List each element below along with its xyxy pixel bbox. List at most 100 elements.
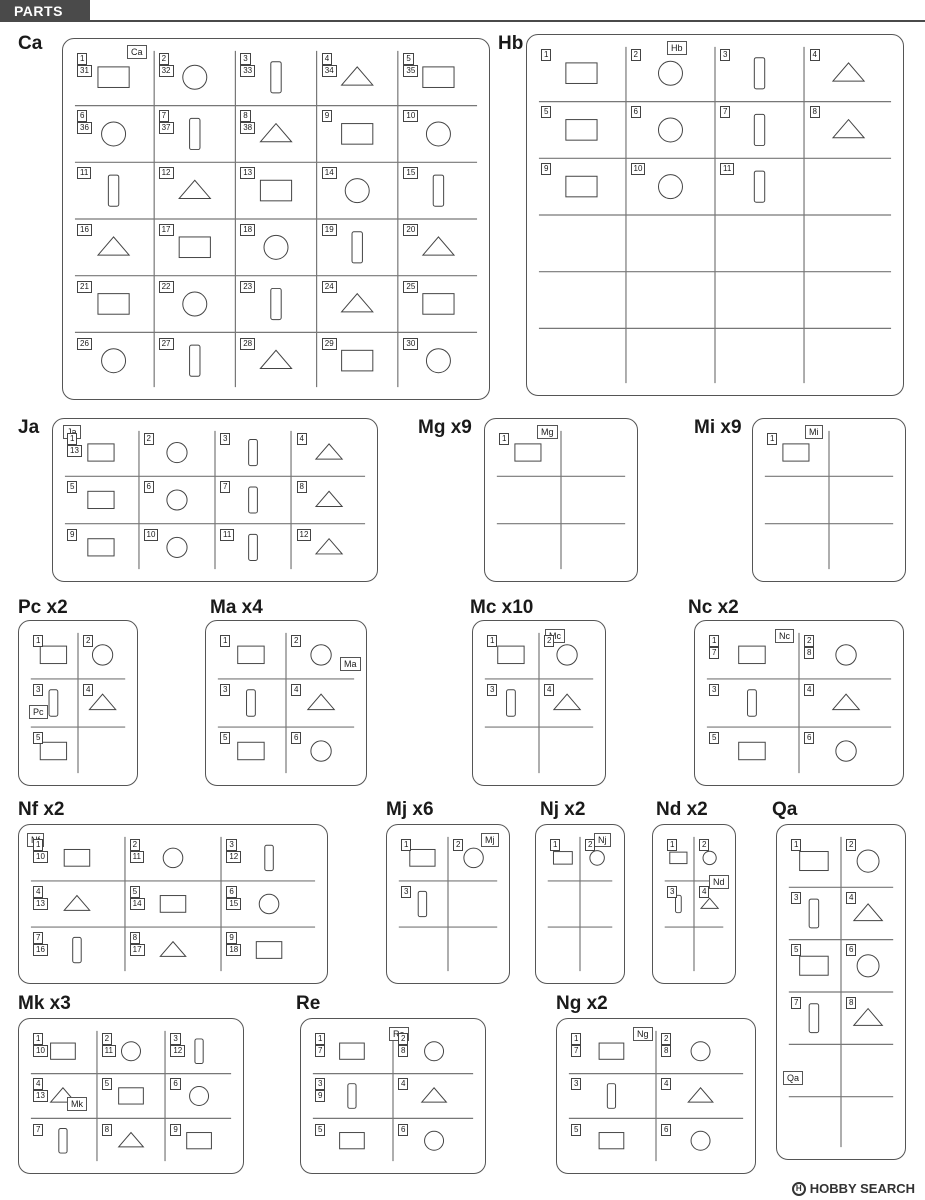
part-number: 1 — [77, 53, 88, 65]
ma-part-shape — [310, 644, 332, 666]
ca-part-shape — [425, 121, 451, 147]
mk-part-shape — [186, 1132, 212, 1150]
part-number: 7 — [33, 1123, 44, 1136]
part-number: 5 — [709, 732, 720, 745]
part-number: 13 — [33, 897, 48, 910]
ja-part-shape — [166, 489, 188, 511]
part-number: 13 — [67, 445, 82, 457]
ca-part-shape — [340, 66, 374, 86]
qa-part-shape — [856, 954, 880, 978]
sprue-drawing-nj — [547, 836, 613, 972]
header-tab: PARTS — [0, 0, 90, 22]
part-number: 8 — [296, 481, 307, 493]
sprue-label-re: Re — [296, 993, 321, 1014]
part-number: 10 — [630, 163, 646, 175]
sprue-label-mk: Mk x3 — [18, 993, 71, 1014]
sprue-id-tag-ng: Ng — [633, 1027, 653, 1041]
part-number: 3 — [220, 683, 231, 696]
part-number: 20 — [403, 224, 419, 236]
sprue-label-qa: Qa — [772, 799, 798, 820]
part-number: 2 — [101, 1033, 113, 1045]
qa-part-shape — [852, 1007, 884, 1026]
nd-part-shape — [675, 894, 682, 914]
nf-part-shape — [63, 894, 91, 911]
nf-part-shape — [162, 847, 184, 869]
qa-part-shape — [852, 903, 884, 922]
hb-part-shape — [565, 62, 598, 84]
ca-part-shape — [259, 122, 293, 143]
ca-part-shape — [270, 287, 282, 321]
qa-part-shape — [799, 955, 829, 976]
part-number: 4 — [33, 885, 44, 898]
part-number: 4 — [398, 1078, 409, 1091]
nj-runners — [547, 836, 613, 972]
part-number: 6 — [226, 885, 237, 898]
pc-part-shape — [91, 644, 114, 666]
part-number: 4 — [296, 433, 307, 445]
mj-part-shape — [463, 847, 484, 869]
sprue-drawing-mk — [30, 1030, 232, 1162]
part-number: 9 — [226, 932, 237, 945]
hb-part-shape — [565, 175, 598, 198]
part-number: 14 — [321, 167, 337, 179]
mc-part-shape — [497, 645, 525, 665]
re-runners — [312, 1030, 474, 1162]
part-number: 4 — [809, 49, 820, 61]
part-number: 25 — [403, 281, 419, 293]
nd-part-shape — [699, 897, 720, 909]
ja-part-shape — [87, 443, 115, 462]
part-number: 15 — [403, 167, 419, 179]
sprue-drawing-qa — [788, 836, 894, 1148]
sprue-label-mc: Mc x10 — [470, 597, 534, 618]
ca-part-shape — [259, 179, 293, 202]
part-number: 12 — [170, 1045, 186, 1057]
sprue-label-mi: Mi x9 — [694, 417, 742, 438]
pc-part-shape — [39, 741, 68, 761]
part-number: 10 — [33, 1045, 48, 1057]
mc-runners — [484, 632, 594, 774]
part-number: 2 — [544, 635, 555, 647]
part-number: 8 — [846, 997, 857, 1009]
nc-part-shape — [831, 693, 861, 711]
ja-part-shape — [166, 442, 188, 464]
part-number: 8 — [398, 1045, 409, 1057]
part-number: 2 — [129, 839, 141, 851]
nf-part-shape — [255, 941, 283, 959]
mi-runners — [764, 430, 894, 570]
part-number: 7 — [220, 481, 231, 493]
ng-part-shape — [687, 1087, 714, 1103]
sprue-label-ja: Ja — [18, 417, 40, 438]
nf-part-shape — [63, 848, 91, 867]
mk-part-shape — [189, 1086, 210, 1106]
part-number: 2 — [453, 839, 464, 851]
part-number: 29 — [321, 338, 337, 350]
sprue-label-nj: Nj x2 — [540, 799, 586, 820]
part-number: 3 — [315, 1078, 326, 1091]
ma-part-shape — [306, 693, 336, 711]
part-number: 7 — [791, 997, 802, 1009]
sprue-drawing-hb — [538, 46, 892, 384]
part-number: 4 — [846, 891, 857, 904]
part-number: 11 — [101, 1045, 116, 1057]
part-number: 3 — [720, 49, 731, 61]
mk-part-shape — [49, 1087, 77, 1103]
sprue-drawing-ma — [217, 632, 355, 774]
part-number: 3 — [401, 885, 412, 898]
part-number: 5 — [129, 885, 141, 898]
part-number: 1 — [767, 433, 778, 445]
ca-part-shape — [351, 231, 363, 264]
part-number: 8 — [661, 1045, 672, 1057]
part-number: 1 — [499, 433, 510, 445]
part-number: 3 — [487, 683, 498, 696]
part-number: 8 — [804, 647, 815, 659]
part-number: 1 — [33, 839, 44, 851]
ca-part-shape — [422, 66, 455, 88]
part-number: 5 — [791, 944, 802, 957]
ma-part-shape — [310, 740, 332, 762]
part-number: 2 — [158, 53, 170, 65]
re-part-shape — [339, 1132, 365, 1150]
ng-part-shape — [690, 1130, 711, 1151]
part-number: 5 — [101, 1078, 113, 1091]
